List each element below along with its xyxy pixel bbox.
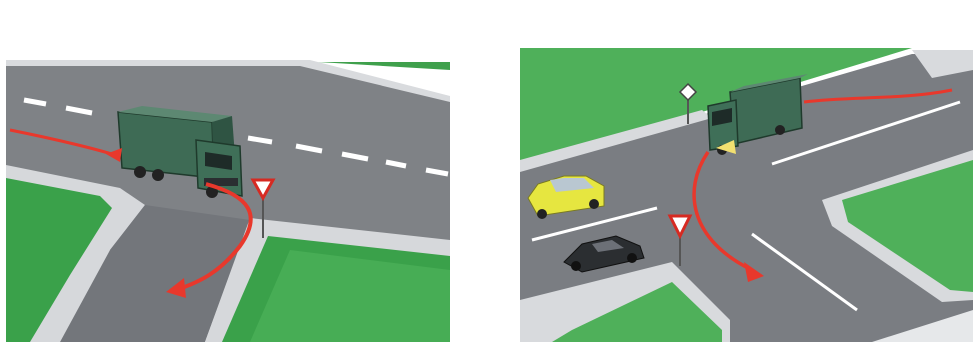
left-scene [0, 0, 470, 342]
right-illustration-panel [512, 0, 973, 342]
right-scene [512, 0, 973, 342]
left-illustration-panel [0, 0, 470, 342]
